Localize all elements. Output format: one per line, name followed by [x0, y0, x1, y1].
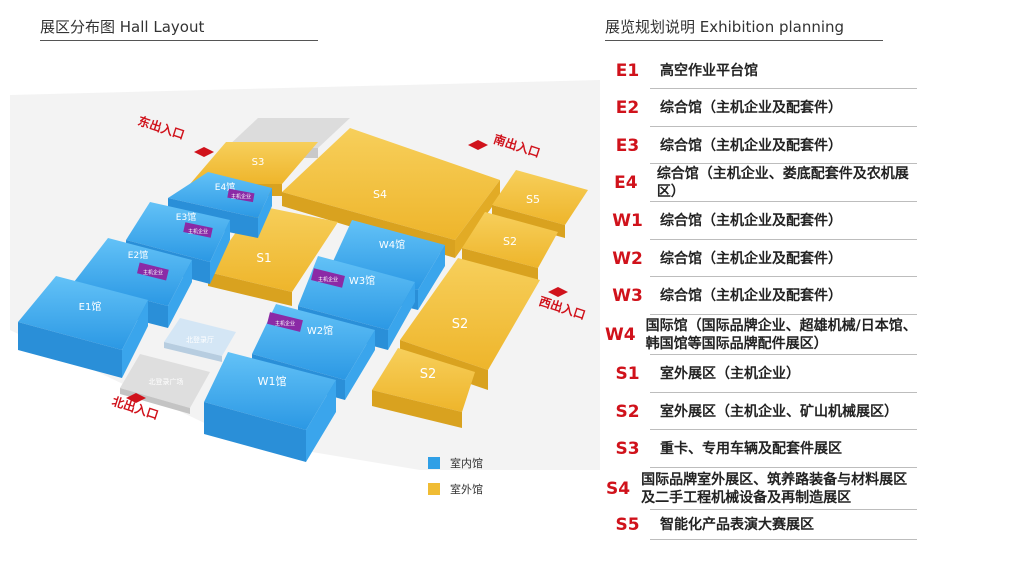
legend-outdoor-label: 室外馆 — [450, 483, 483, 496]
outdoor-swatch — [428, 483, 440, 495]
planning-row-s2: S2 室外展区（主机企业、矿山机械展区） — [605, 393, 917, 430]
planning-row-s4: S4 国际品牌室外展区、筑养路装备与材料展区及二手工程机械设备及再制造展区 — [605, 468, 917, 510]
planning-code: E2 — [615, 98, 640, 118]
planning-row-e1: E1 高空作业平台馆 — [605, 52, 917, 89]
row-divider — [650, 314, 917, 315]
row-divider — [650, 276, 917, 277]
arrow-left-icon — [194, 147, 204, 157]
label-w4: W4馆 — [379, 238, 405, 251]
planning-desc: 室外展区（主机企业、矿山机械展区） — [660, 403, 898, 420]
planning-code: W2 — [612, 248, 643, 269]
label-north-hall: 北登录厅 — [186, 335, 214, 344]
legend-indoor-label: 室内馆 — [450, 457, 483, 470]
hall-w1[interactable]: W1馆 — [204, 352, 336, 462]
row-divider — [650, 429, 917, 430]
indoor-swatch — [428, 457, 440, 469]
planning-code: S1 — [615, 364, 640, 384]
label-w1: W1馆 — [258, 374, 287, 388]
planning-row-s3: S3 重卡、专用车辆及配套件展区 — [605, 430, 917, 468]
hall-s2-lower[interactable]: S2 — [372, 348, 475, 428]
hall-layout-title: 展区分布图 Hall Layout — [40, 18, 205, 36]
label-north-square: 北登录广场 — [149, 377, 184, 386]
row-divider — [650, 239, 917, 240]
hall-map: S3 S4 S5 S2 S1 S2 S2 E4馆 主机企业 — [10, 80, 600, 470]
label-s2-lower: S2 — [420, 367, 437, 382]
planning-row-w4: W4 国际馆（国际品牌企业、超雄机械/日本馆、韩国馆等国际品牌配件展区） — [605, 315, 917, 355]
label-s1: S1 — [256, 251, 271, 265]
label-w3: W3馆 — [349, 274, 375, 287]
hall-s2-upper[interactable]: S2 — [462, 212, 558, 282]
planning-code: W1 — [612, 211, 643, 231]
planning-desc: 综合馆（主机企业及配套件） — [660, 213, 842, 229]
planning-row-e2: E2 综合馆（主机企业及配套件） — [605, 89, 917, 127]
label-s4: S4 — [373, 188, 387, 201]
planning-code: E4 — [614, 173, 638, 193]
empty-plot — [226, 118, 350, 148]
arrow-right-icon — [558, 287, 568, 297]
arrow-right-icon — [478, 140, 488, 150]
label-w2: W2馆 — [307, 324, 333, 337]
planning-row-e4: E4 综合馆（主机企业、娄底配套件及农机展区） — [605, 164, 917, 202]
planning-row-w2: W2 综合馆（主机企业及配套件） — [605, 240, 917, 277]
planning-code: S4 — [606, 479, 631, 499]
label-s3: S3 — [252, 157, 265, 168]
planning-desc: 综合馆（主机企业、娄底配套件及农机展区） — [656, 166, 909, 200]
label-e2: E2馆 — [128, 249, 148, 261]
planning-code: S2 — [615, 401, 640, 422]
arrow-left-icon — [548, 287, 558, 297]
row-divider — [650, 467, 917, 468]
label-s5: S5 — [526, 193, 540, 206]
label-s2-middle: S2 — [452, 317, 469, 332]
hall-e1[interactable]: E1馆 — [18, 276, 148, 378]
planning-row-s5: S5 智能化产品表演大赛展区 — [605, 510, 917, 540]
planning-code: W4 — [605, 325, 636, 345]
planning-underline — [605, 40, 883, 41]
planning-code: E3 — [615, 135, 640, 156]
badge-e4: 主机企业 — [231, 193, 251, 200]
planning-desc: 综合馆（主机企业及配套件） — [660, 250, 842, 267]
planning-row-w1: W1 综合馆（主机企业及配套件） — [605, 202, 917, 240]
legend-outdoor: 室外馆 — [428, 481, 483, 497]
planning-title: 展览规划说明 Exhibition planning — [605, 18, 845, 36]
row-divider — [650, 163, 917, 164]
legend-indoor: 室内馆 — [428, 455, 483, 471]
planning-desc: 高空作业平台馆 — [660, 62, 758, 79]
planning-desc: 综合馆（主机企业及配套件） — [660, 137, 842, 154]
label-e1: E1馆 — [79, 300, 102, 313]
planning-desc: 综合馆（主机企业及配套件） — [660, 288, 842, 304]
planning-code: S5 — [615, 515, 640, 535]
label-e3: E3馆 — [176, 211, 196, 223]
badge-e2: 主机企业 — [143, 269, 163, 276]
planning-code: E1 — [615, 60, 640, 81]
planning-row-s1: S1 室外展区（主机企业） — [605, 355, 917, 393]
row-divider — [650, 88, 917, 89]
row-divider — [650, 201, 917, 202]
badge-w3: 主机企业 — [318, 276, 338, 283]
planning-desc: 国际品牌室外展区、筑养路装备与材料展区及二手工程机械设备及再制造展区 — [641, 472, 908, 506]
label-s2-upper: S2 — [503, 235, 517, 248]
title-underline — [40, 40, 318, 41]
arrow-right-icon — [136, 393, 146, 403]
planning-desc: 综合馆（主机企业及配套件） — [660, 100, 842, 116]
row-divider — [650, 392, 917, 393]
planning-row-e3: E3 综合馆（主机企业及配套件） — [605, 127, 917, 164]
planning-code: W3 — [612, 286, 643, 306]
badge-e3: 主机企业 — [188, 228, 208, 235]
row-divider — [650, 126, 917, 127]
hall-e4[interactable]: E4馆 主机企业 — [168, 172, 272, 238]
arrow-right-icon — [204, 147, 214, 157]
planning-row-w3: W3 综合馆（主机企业及配套件） — [605, 277, 917, 315]
row-divider — [650, 539, 917, 540]
row-divider — [650, 354, 917, 355]
arrow-left-icon — [468, 140, 478, 150]
badge-w2: 主机企业 — [275, 320, 295, 327]
planning-code: S3 — [615, 439, 640, 459]
planning-desc: 智能化产品表演大赛展区 — [660, 517, 814, 533]
arrow-left-icon — [126, 393, 136, 403]
north-login-hall[interactable]: 北登录厅 — [164, 318, 236, 362]
planning-desc: 室外展区（主机企业） — [660, 366, 800, 382]
row-divider — [650, 509, 917, 510]
planning-desc: 重卡、专用车辆及配套件展区 — [660, 441, 842, 457]
planning-desc: 国际馆（国际品牌企业、超雄机械/日本馆、韩国馆等国际品牌配件展区） — [645, 318, 917, 352]
